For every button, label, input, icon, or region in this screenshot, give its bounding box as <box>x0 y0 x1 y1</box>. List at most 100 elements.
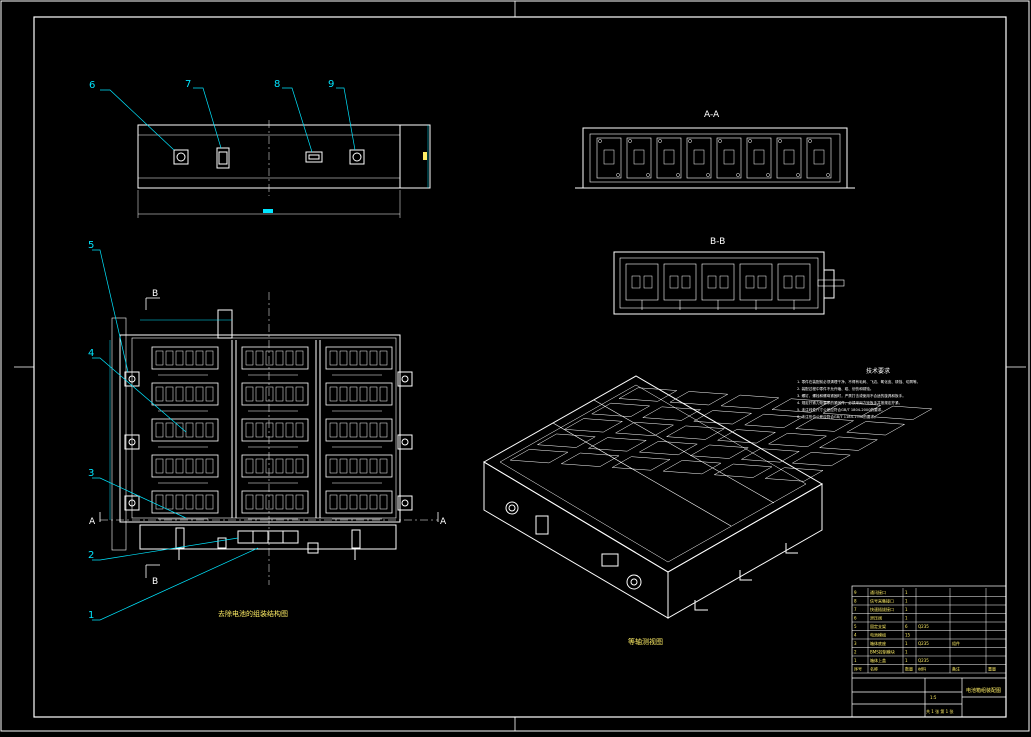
bom-cell-no: 8 <box>854 599 857 604</box>
bom-cell-material: Q235 <box>918 658 929 663</box>
battery-module <box>241 346 309 376</box>
callout-2: 2 <box>88 550 94 561</box>
bom-cell-qty: 6 <box>905 624 908 629</box>
plan-view <box>109 309 413 560</box>
drawing-title: 电池箱组装配图 <box>966 687 1001 694</box>
callout-6: 6 <box>89 80 95 91</box>
tech-req-line-6: 6. 未注形位公差应符合GB/T 1184-1996的要求。 <box>797 414 878 419</box>
battery-module <box>151 490 219 520</box>
bom-header-weight: 重量 <box>988 666 996 672</box>
callout-9: 9 <box>328 79 334 90</box>
aa-cell <box>746 137 772 179</box>
section-markers <box>99 297 439 578</box>
plan-callout-leaders <box>92 249 259 621</box>
battery-module <box>325 382 393 412</box>
iso-cell <box>692 410 753 425</box>
bb-cell <box>625 263 659 310</box>
bom-cell-name: 通讯接口 <box>870 589 886 595</box>
bom-cell-qty: 1 <box>905 658 908 663</box>
iso-cell <box>791 452 852 467</box>
bom-cell-no: 6 <box>854 616 857 621</box>
section-mark-b-bottom: B <box>152 577 158 587</box>
bom-cell-no: 3 <box>854 641 857 646</box>
iso-cell <box>818 436 879 451</box>
bom-cell-no: 5 <box>854 624 857 629</box>
aa-cell <box>806 137 832 179</box>
iso-cell <box>614 421 675 437</box>
bom-cell-material: Q235 <box>918 641 929 646</box>
battery-module <box>241 454 309 484</box>
drawing-sheet-count: 共 1 张 第 1 张 <box>926 708 953 714</box>
bom-row: 2 BMS控制模块 1 <box>852 649 1006 657</box>
bom-header-name: 名称 <box>870 666 878 672</box>
bom-cell-material: Q235 <box>918 624 929 629</box>
callout-1: 1 <box>88 610 94 621</box>
bom-cell-qty: 1 <box>905 641 908 646</box>
aa-cell <box>686 137 712 179</box>
section-bb-view <box>613 251 845 315</box>
bb-cell <box>663 263 697 310</box>
battery-module <box>241 418 309 448</box>
bom-cell-qty: 1 <box>905 650 908 655</box>
iso-cell <box>641 406 702 421</box>
bom-header-note: 备注 <box>952 666 960 672</box>
iso-view-title: 等轴测视图 <box>628 637 663 646</box>
iso-cell <box>716 429 777 444</box>
bom-cell-name: 信号采集接口 <box>870 598 894 604</box>
iso-cell <box>767 432 828 448</box>
battery-module <box>151 418 219 448</box>
iso-cell <box>590 402 651 417</box>
bom-header-material: 材料 <box>918 666 926 672</box>
iso-cell <box>743 413 804 428</box>
bom-cell-name: 电池模组 <box>870 632 886 638</box>
tech-req-line-5: 5. 未注线性尺寸公差应符合GB/T 1804-2000的要求。 <box>797 407 885 412</box>
bb-cell <box>739 263 773 310</box>
battery-module <box>241 382 309 412</box>
isometric-view <box>483 375 824 619</box>
bom-cell-qty: 1 <box>905 616 908 621</box>
bom-cell-no: 2 <box>854 650 857 655</box>
bom-row: 9 通讯接口 1 <box>852 589 1006 597</box>
section-aa-cells <box>596 137 832 179</box>
iso-cell <box>794 417 855 432</box>
aa-cell <box>626 137 652 179</box>
callout-7: 7 <box>185 79 191 90</box>
battery-module <box>151 346 219 376</box>
iso-cell <box>845 421 906 436</box>
section-aa-title: A-A <box>704 110 720 120</box>
aa-cell <box>596 137 622 179</box>
bom-row: 7 快速插拔接口 1 <box>852 606 1006 614</box>
isometric-module-cells <box>509 387 933 482</box>
battery-module <box>241 490 309 520</box>
bom-cell-no: 7 <box>854 607 857 612</box>
tech-requirements: 技术要求 1. 零件在装配前必须清理干净，不得有毛刺、飞边、氧化皮、锈蚀、切屑等… <box>797 367 920 419</box>
tech-requirements-heading: 技术要求 <box>866 367 890 375</box>
tech-req-line-4: 4. 规定拧紧力矩要求的紧固件，必须采用力矩扳手并按规定拧紧。 <box>797 400 902 405</box>
bom-header-qty: 数量 <box>905 666 913 672</box>
section-mark-b-top: B <box>152 289 158 299</box>
bom-cell-name: 快速插拔接口 <box>870 606 894 612</box>
iso-cell <box>873 405 933 420</box>
iso-cell <box>509 449 569 464</box>
iso-cell <box>563 418 624 433</box>
bom-cell-name: BMS控制模块 <box>870 649 895 655</box>
bom-cell-qty: 1 <box>905 590 908 595</box>
bom-cell-name: 泄压阀 <box>870 615 882 621</box>
battery-module <box>325 418 393 448</box>
iso-cell <box>720 394 780 409</box>
section-aa-view <box>575 127 855 189</box>
top-callout-leaders <box>100 87 356 153</box>
section-mark-a-right: A <box>440 517 447 527</box>
bom-cell-no: 9 <box>854 590 857 595</box>
section-bb-cells <box>625 263 811 310</box>
bom-cell-qty: 1 <box>905 607 908 612</box>
bom-cell-name: 箱体上盖 <box>870 657 886 663</box>
iso-cell <box>662 460 722 475</box>
